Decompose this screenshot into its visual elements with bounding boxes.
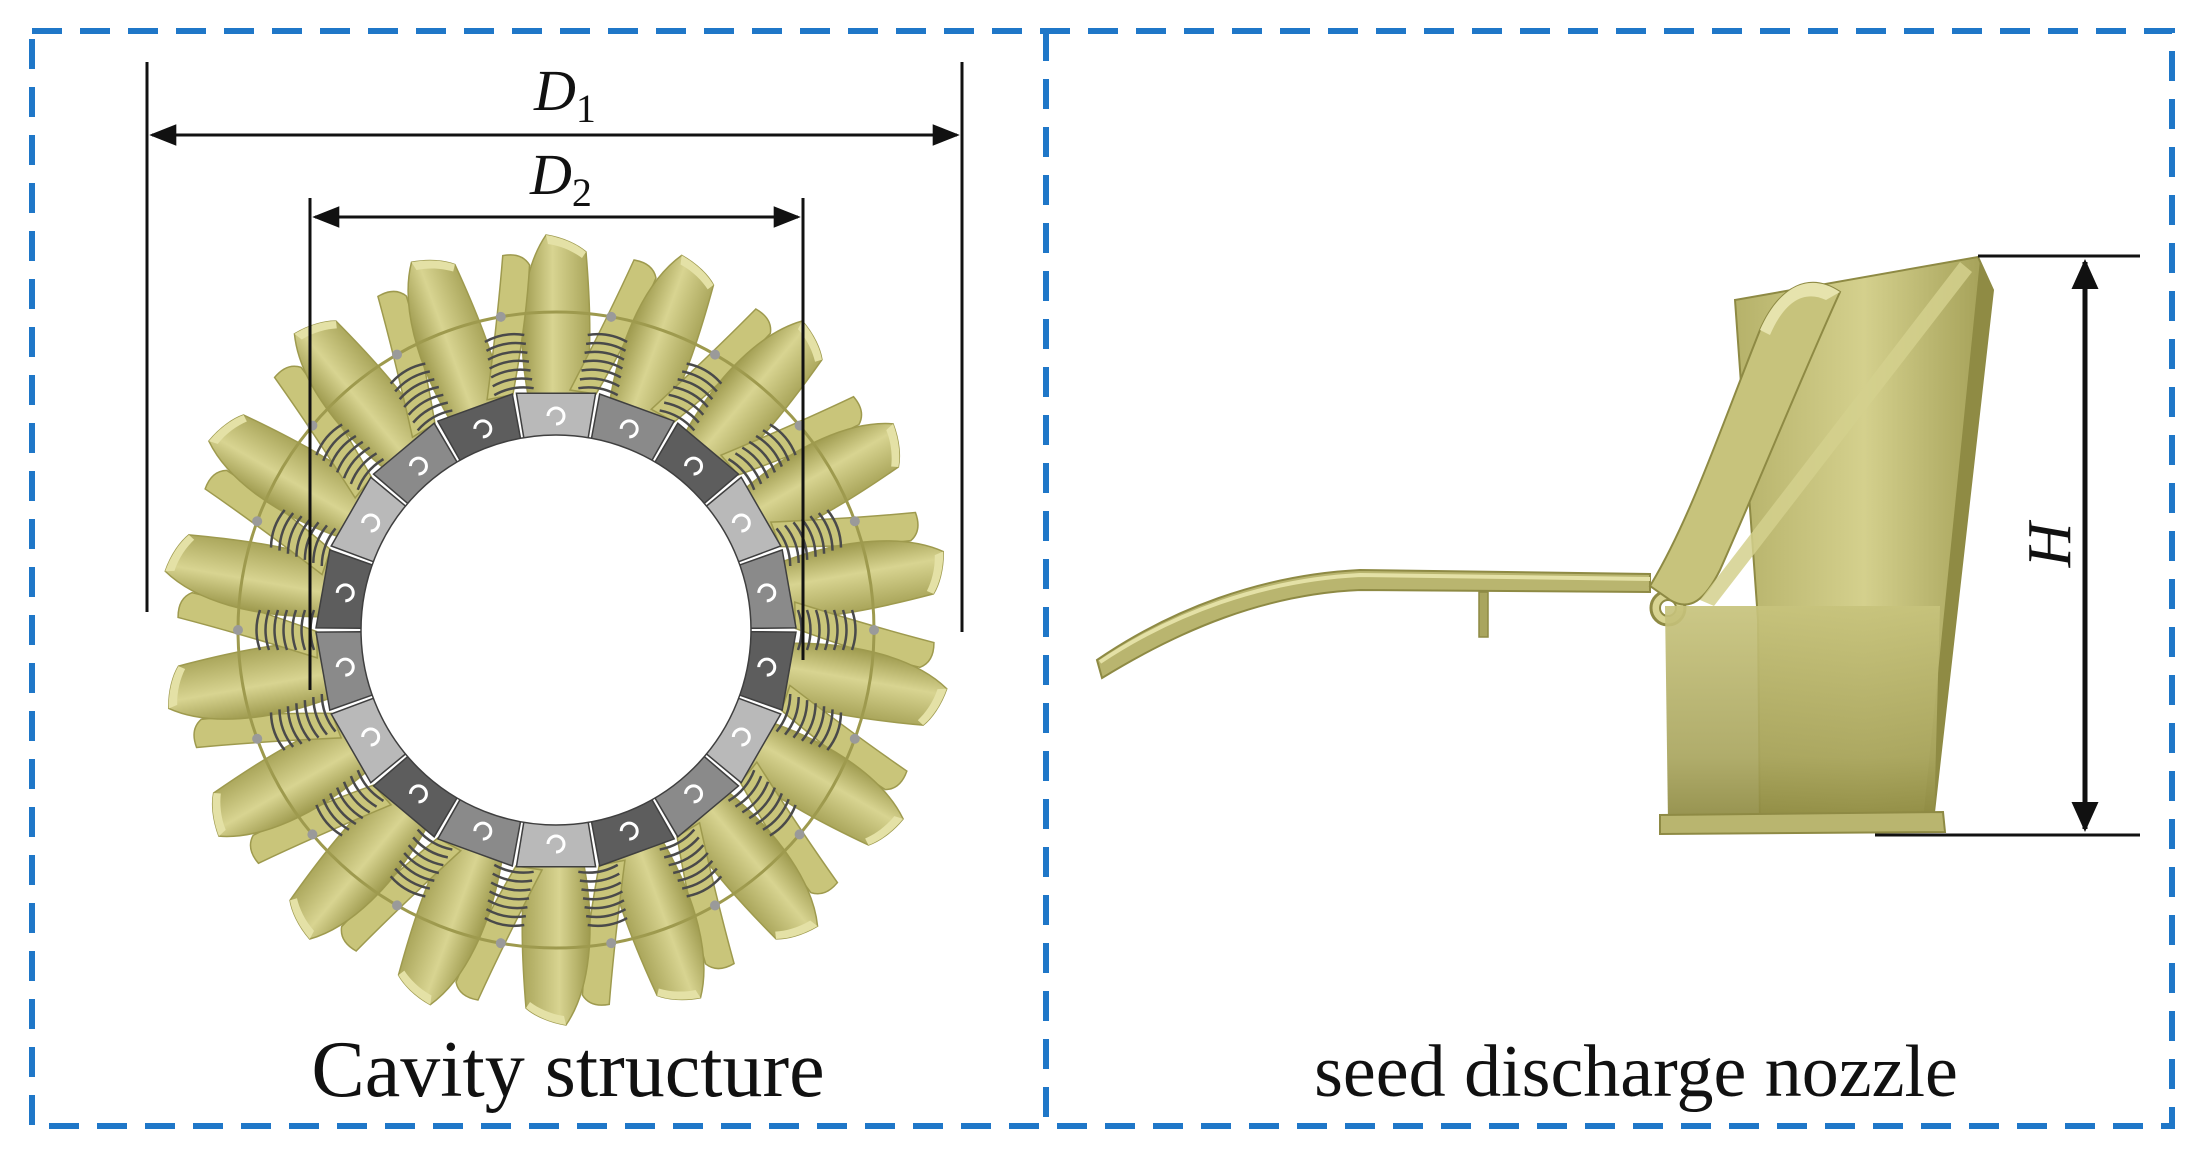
cavity-blade <box>340 837 503 1006</box>
cavity-blade <box>676 791 819 970</box>
cavity-ring <box>164 234 948 1026</box>
cavity-blade <box>167 591 331 720</box>
spring <box>727 769 805 840</box>
spring <box>484 863 534 949</box>
panel-frame <box>29 28 2175 1129</box>
cavity-segment <box>515 392 597 439</box>
spring <box>389 349 453 432</box>
spring <box>796 609 879 651</box>
cavity-segment <box>515 821 597 868</box>
dimension-lines <box>145 62 964 690</box>
spring <box>484 311 534 397</box>
spring <box>578 863 628 949</box>
seed-nozzle <box>1095 255 1995 836</box>
spring <box>578 311 628 397</box>
spring <box>659 828 723 911</box>
cavity-blade <box>249 784 428 940</box>
cavity-blade <box>609 254 772 423</box>
cavity-blade <box>208 365 373 538</box>
dimension-d2-label: D2 <box>529 142 592 215</box>
spring <box>307 769 385 840</box>
cavity-structure-caption: Cavity structure <box>311 1026 824 1114</box>
spring <box>252 693 337 751</box>
spring <box>233 609 316 651</box>
spring <box>659 349 723 432</box>
spring <box>775 693 860 751</box>
dimension-h-label: H <box>2016 519 2084 568</box>
cavity-structure-panel: D1 D2 Cavity structure <box>145 58 964 1114</box>
dimension-d1-label: D1 <box>533 58 596 131</box>
dimension-h-lines <box>1875 254 2140 837</box>
seed-nozzle-caption: seed discharge nozzle <box>1314 1031 1958 1113</box>
cavity-blade <box>164 469 332 618</box>
cavity-blade <box>293 290 436 469</box>
cavity-blade <box>193 712 368 838</box>
spring <box>252 509 337 567</box>
seed-nozzle-panel: H seed discharge nozzle <box>1095 254 2140 1113</box>
cavity-blade <box>739 722 904 895</box>
spring <box>727 420 805 491</box>
spring <box>389 828 453 911</box>
cavity-hub <box>360 434 752 826</box>
spring <box>307 420 385 491</box>
